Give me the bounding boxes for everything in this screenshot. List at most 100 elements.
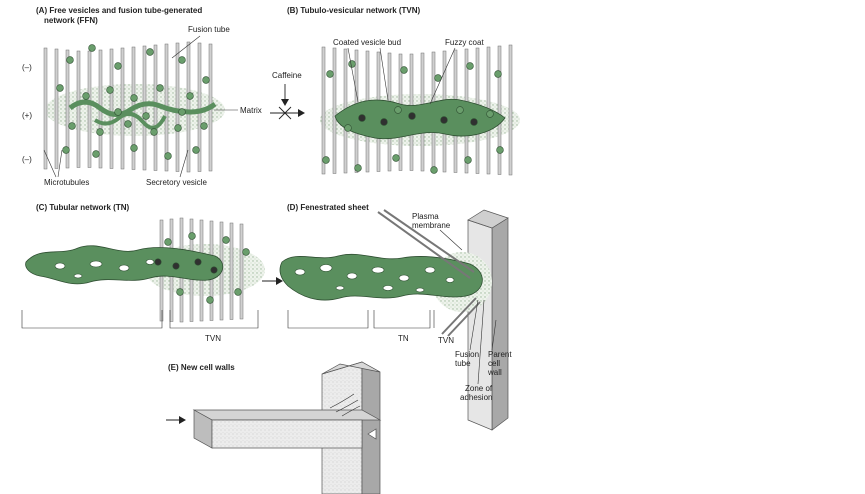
- fenestration: [319, 264, 333, 272]
- plasma-membrane-line-1: [377, 211, 471, 279]
- label-fuzzy-coat: Fuzzy coat: [445, 38, 484, 47]
- panel-e: (E) New cell walls: [166, 361, 382, 494]
- microtubule: [54, 48, 59, 169]
- vesicle: [202, 76, 210, 84]
- bracket-c-left: [21, 310, 163, 329]
- microtubule: [239, 223, 244, 320]
- vesicle: [494, 70, 502, 78]
- label-plus: (+): [22, 111, 32, 120]
- vesicle: [176, 288, 184, 296]
- panel-d-title: (D) Fenestrated sheet: [287, 203, 369, 212]
- vesicle: [392, 154, 400, 162]
- fenestration: [424, 266, 436, 274]
- label-tvn-d: TVN: [438, 336, 454, 345]
- vesicle: [88, 44, 96, 52]
- vesicle: [408, 112, 416, 120]
- panel-b-title: (B) Tubulo-vesicular network (TVN): [287, 6, 421, 15]
- vesicle: [156, 84, 164, 92]
- fenestration: [346, 272, 358, 280]
- panel-a-title-line2: network (FFN): [44, 16, 98, 25]
- label-matrix: Matrix: [240, 106, 262, 115]
- vesicle: [130, 144, 138, 152]
- microtubule: [321, 46, 326, 175]
- label-parent-line2: cell: [488, 359, 500, 368]
- label-fusion-line1: Fusion: [455, 350, 479, 359]
- panel-e-title: (E) New cell walls: [168, 363, 235, 372]
- bracket-d-tn: [373, 310, 431, 329]
- wall-junction-lines: [329, 393, 361, 417]
- vesicle: [200, 122, 208, 130]
- vesicle: [206, 296, 214, 304]
- vesicle: [242, 248, 250, 256]
- vesicle: [62, 146, 70, 154]
- vesicle: [130, 94, 138, 102]
- vesicle: [142, 112, 150, 120]
- label-minus-top: (–): [22, 63, 32, 72]
- microtubule: [175, 42, 180, 172]
- vesicle: [150, 128, 158, 136]
- junction-notch: [367, 428, 377, 440]
- microtubule: [142, 45, 147, 171]
- vesicle: [466, 62, 474, 70]
- fenestration: [445, 277, 455, 283]
- microtubule: [197, 42, 202, 172]
- vesicle: [92, 150, 100, 158]
- label-zone-line2: adhesion: [460, 393, 492, 402]
- fenestration: [89, 260, 103, 268]
- vesicle: [96, 128, 104, 136]
- label-plasma-line2: membrane: [412, 221, 451, 230]
- vesicle: [496, 146, 504, 154]
- label-plasma-line1: Plasma: [412, 212, 439, 221]
- vesicle: [344, 124, 352, 132]
- label-coated-vesicle-bud: Coated vesicle bud: [333, 38, 401, 47]
- vesicle: [394, 106, 402, 114]
- fenestration: [398, 274, 410, 282]
- fusion-tube-network-a: [68, 99, 217, 117]
- vesicle: [146, 48, 154, 56]
- vesicle: [234, 288, 242, 296]
- vesicle: [66, 56, 74, 64]
- secretory-vesicles-a: [56, 44, 210, 160]
- vesicle: [114, 62, 122, 70]
- vesicle: [210, 266, 218, 274]
- panel-d: (D) Fenestrated sheet Plasma membrane TN…: [279, 203, 512, 431]
- vesicle: [456, 106, 464, 114]
- fenestrated-sheet: [279, 253, 483, 301]
- vesicle: [178, 56, 186, 64]
- label-fusion-tube: Fusion tube: [188, 25, 230, 34]
- vesicle: [188, 232, 196, 240]
- vesicle: [222, 236, 230, 244]
- label-parent-line1: Parent: [488, 350, 512, 359]
- fenestration: [145, 259, 155, 265]
- panel-c: (C) Tubular network (TN) TVN: [21, 203, 283, 343]
- label-microtubules: Microtubules: [44, 178, 89, 187]
- bracket-c-tvn: [169, 310, 259, 329]
- panel-c-title: (C) Tubular network (TN): [36, 203, 130, 212]
- microtubule: [508, 44, 513, 176]
- vesicle: [192, 146, 200, 154]
- microtubule: [109, 48, 114, 169]
- fenestration: [371, 266, 385, 274]
- vesicles-b: [322, 60, 504, 174]
- label-tvn-c: TVN: [205, 334, 221, 343]
- vesicle: [380, 118, 388, 126]
- panel-b: (B) Tubulo-vesicular network (TVN) Coate…: [270, 6, 520, 176]
- microtubule: [497, 45, 502, 175]
- fenestration: [415, 287, 425, 293]
- vesicle: [358, 114, 366, 122]
- vesicle: [124, 120, 132, 128]
- label-parent-line3: wall: [487, 368, 502, 377]
- vesicle: [430, 166, 438, 174]
- vesicle: [186, 92, 194, 100]
- vesicle: [348, 60, 356, 68]
- vesicle: [178, 108, 186, 116]
- label-fusion-line2: tube: [455, 359, 471, 368]
- vesicle: [172, 262, 180, 270]
- panel-a: (A) Free vesicles and fusion tube-genera…: [22, 6, 262, 187]
- vesicle: [164, 238, 172, 246]
- vesicle: [68, 122, 76, 130]
- fenestration: [335, 285, 345, 291]
- label-minus-bottom: (–): [22, 155, 32, 164]
- microtubule: [186, 41, 191, 173]
- vesicle: [440, 116, 448, 124]
